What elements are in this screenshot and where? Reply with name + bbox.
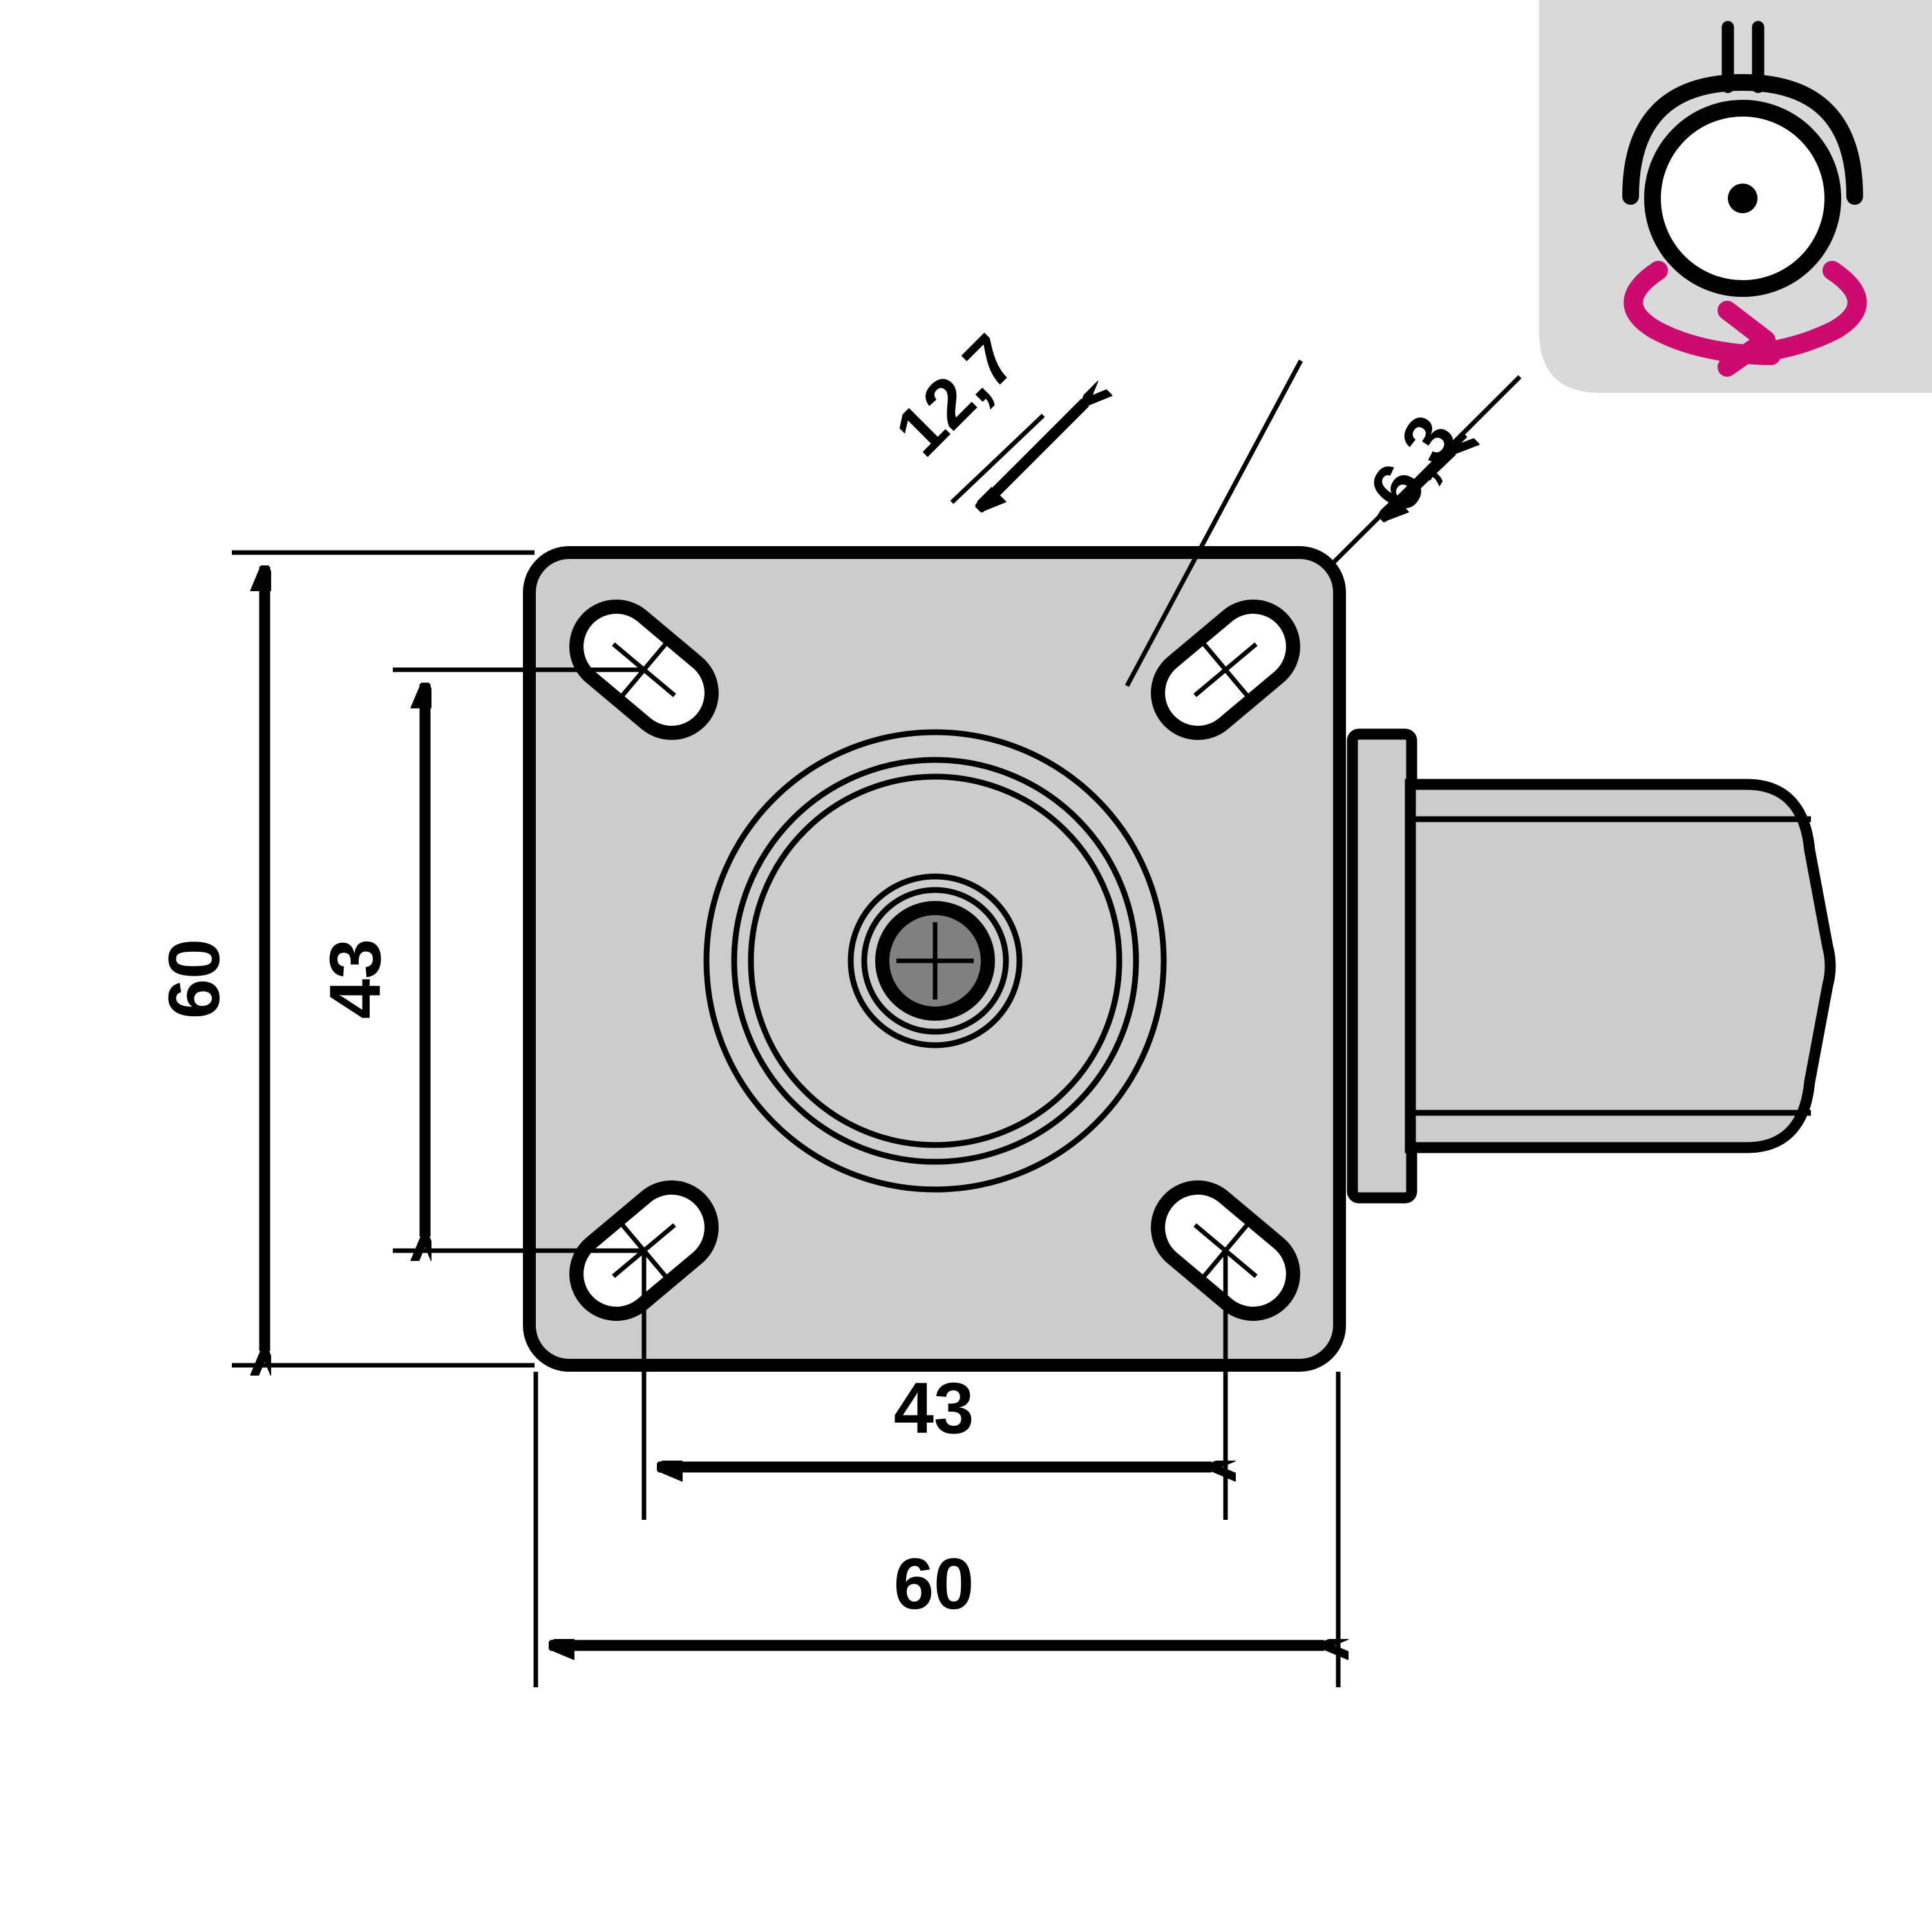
dimension-arrows (265, 567, 1324, 1645)
rotation-arrowhead-icon (1718, 301, 1776, 377)
mounting-plate (523, 546, 1346, 1372)
label-vertical-43: 43 (315, 939, 395, 1019)
stem-collar (1347, 728, 1417, 1204)
swivel-caster-icon (1539, 0, 1932, 393)
rotation-arc-right-icon (1761, 261, 1867, 361)
bearing-circle-mid (731, 757, 1139, 1165)
hub-circle-mid (861, 887, 1009, 1035)
swivel-caster-badge (1539, 0, 1932, 393)
label-horizontal-43: 43 (894, 1368, 974, 1448)
fork-arc-icon (1622, 73, 1863, 205)
threaded-stem (1347, 728, 1836, 1204)
extension-lines (232, 550, 1341, 1687)
dim-arrow-slot-length (979, 402, 1085, 509)
dim-arrow-slot-width (1381, 451, 1452, 518)
hub-circle-outer (848, 873, 1023, 1048)
label-width-60: 60 (894, 1544, 974, 1624)
label-slot-width-6-3: 6,3 (1354, 402, 1472, 526)
label-height-60: 60 (154, 939, 234, 1019)
stem-body (1405, 779, 1836, 1153)
bearing-circle-outer (703, 729, 1167, 1193)
bearing-circle-inner (748, 773, 1122, 1148)
wheel-axle-icon (1728, 184, 1757, 213)
